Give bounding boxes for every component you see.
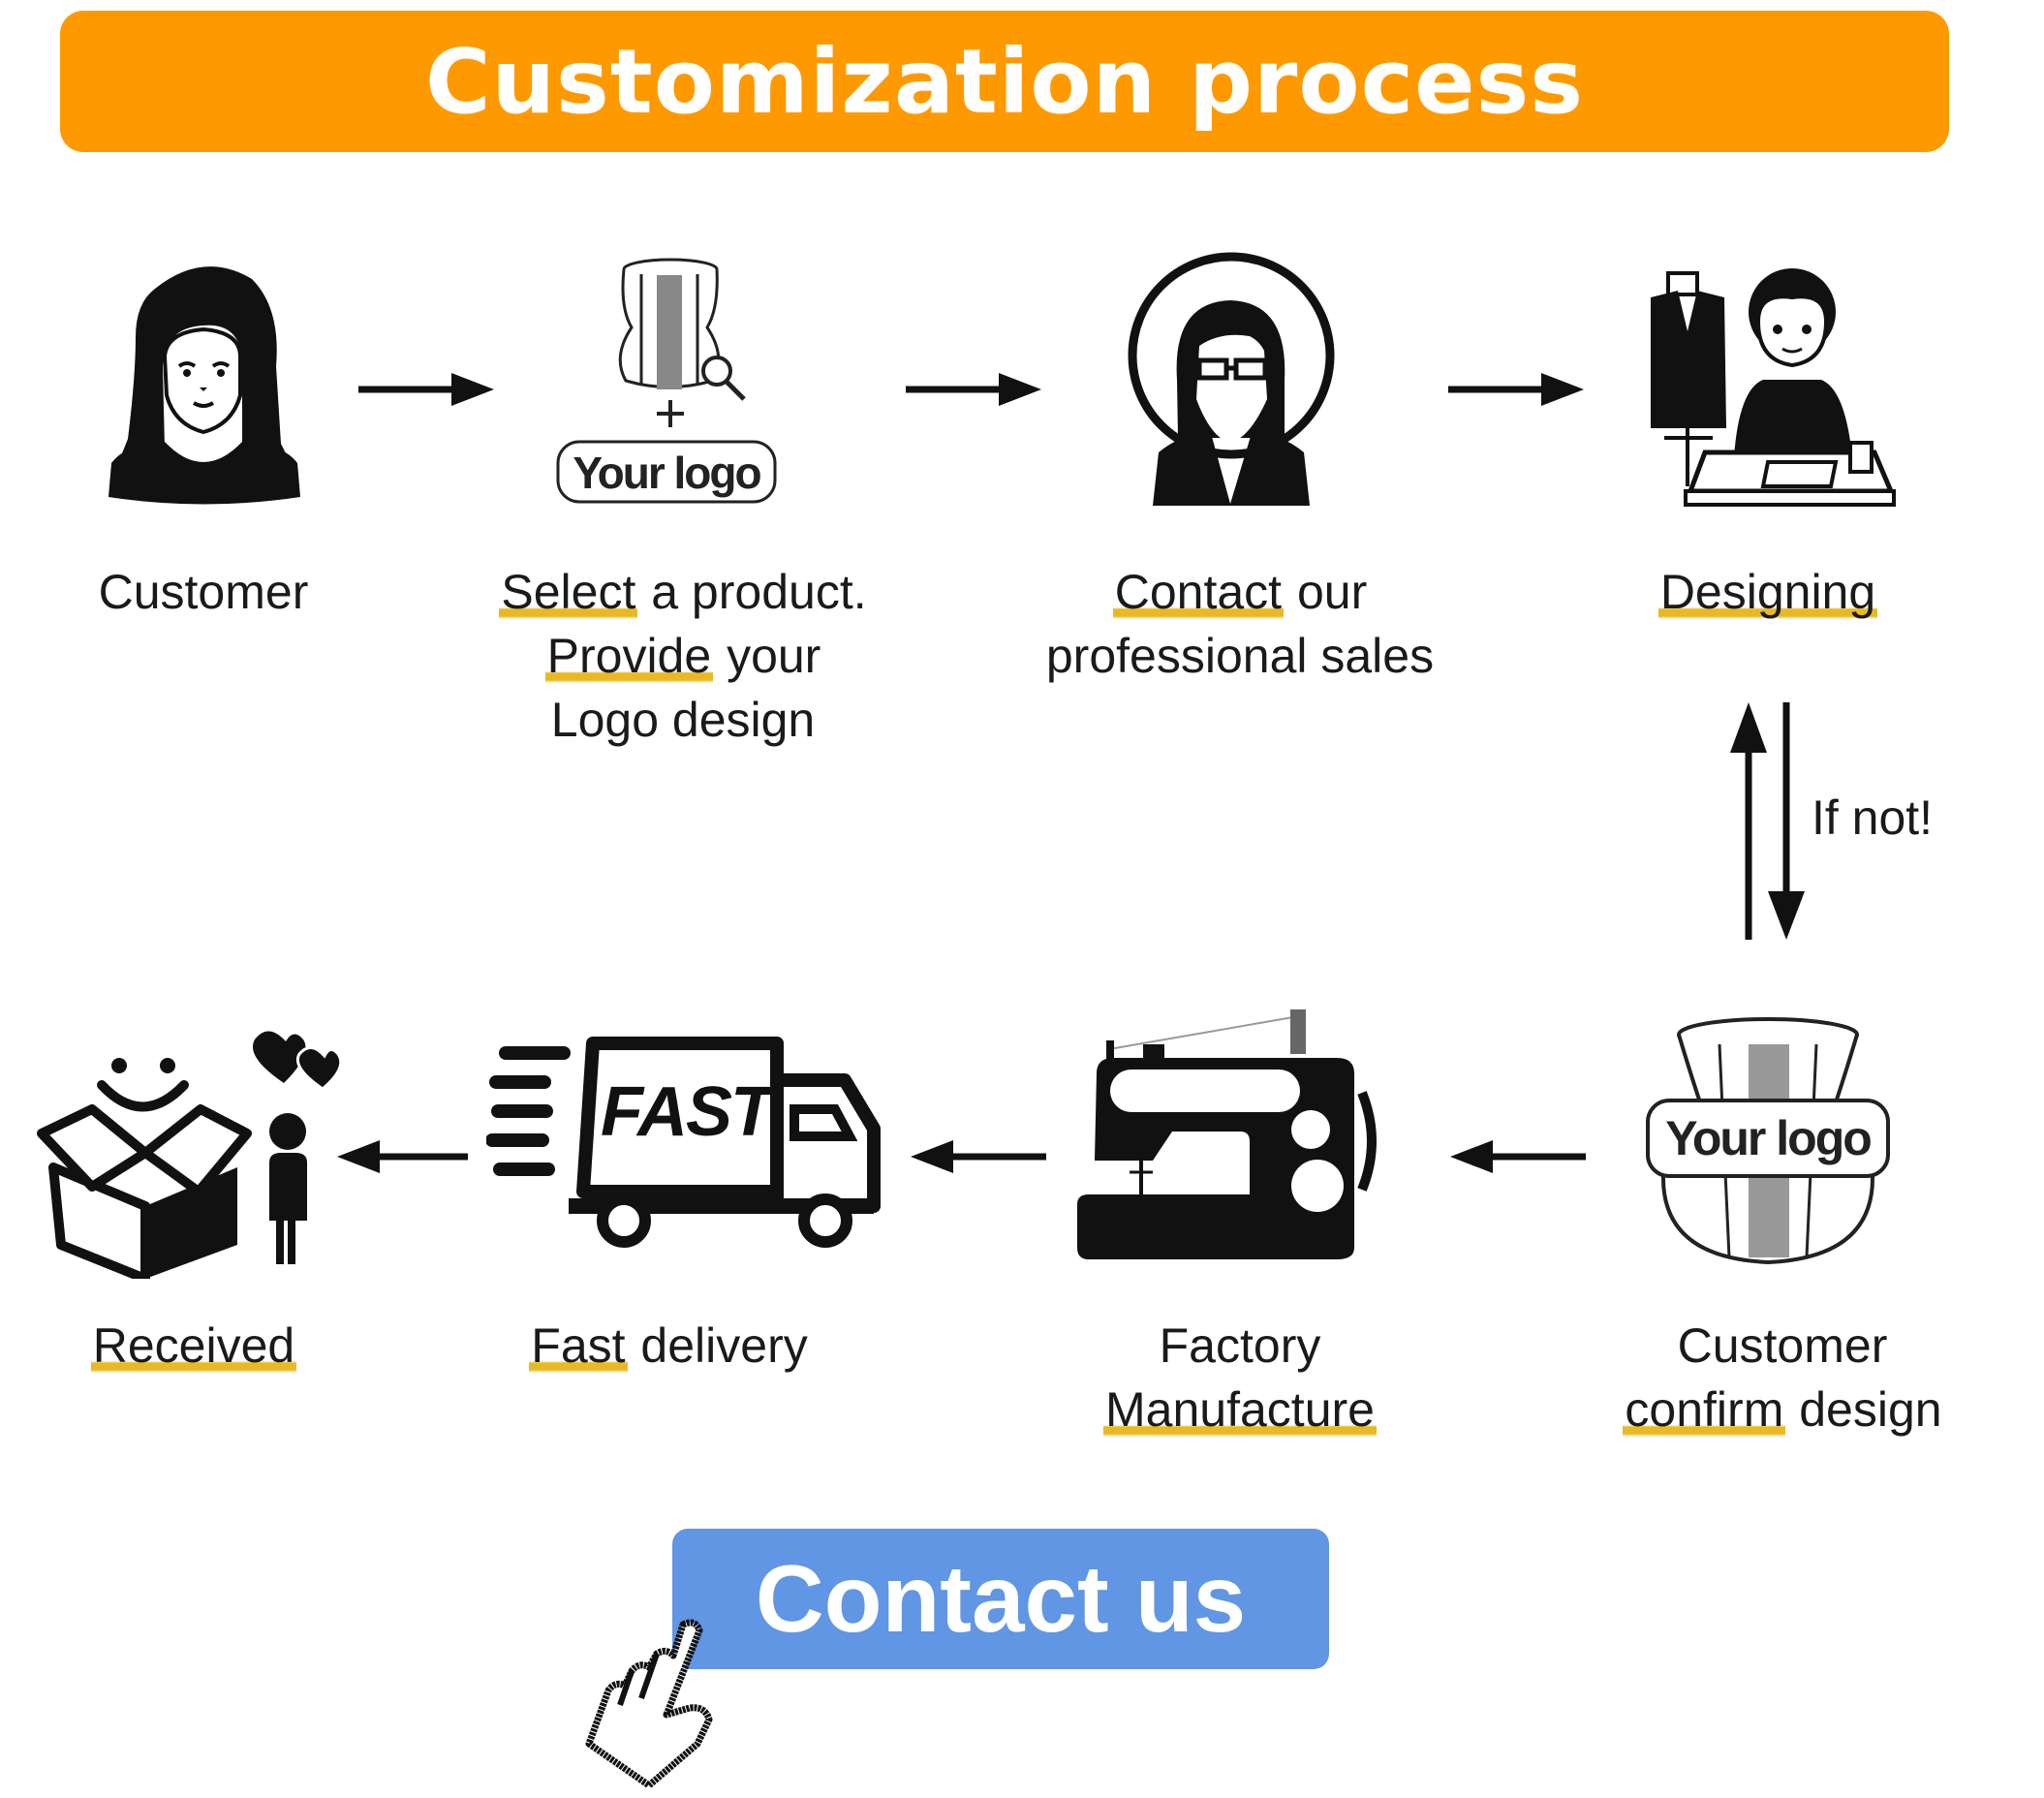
- delivery-truck-icon: FAST: [486, 1032, 893, 1250]
- highlighted-word: Received: [90, 1318, 297, 1373]
- contact-us-button[interactable]: Contact us: [672, 1529, 1329, 1669]
- highlighted-word: Designing: [1657, 565, 1878, 619]
- label-line: Contact our: [1112, 565, 1368, 619]
- step-label-delivery: Fast delivery: [475, 1314, 862, 1378]
- arrow-right-icon: [358, 373, 494, 406]
- your-logo-text: Your logo: [1665, 1111, 1873, 1165]
- pointing-hand-cursor-icon: [581, 1613, 746, 1789]
- highlighted-word: Fast: [529, 1318, 628, 1373]
- fast-text: FAST: [601, 1073, 773, 1151]
- header-banner: Customization process: [60, 11, 1949, 152]
- step-label-contact-sales: Contact our professional sales: [1007, 560, 1472, 688]
- designer-at-desk-icon: [1637, 254, 1899, 511]
- woman-avatar-icon: [97, 250, 312, 507]
- label-line: Fast delivery: [529, 1318, 808, 1373]
- label-line: Select a product.: [499, 565, 867, 619]
- highlighted-word: Manufacture: [1103, 1382, 1377, 1437]
- label-line: Logo design: [550, 693, 816, 747]
- arrow-right-icon: [1448, 373, 1584, 406]
- highlighted-word: Provide: [544, 629, 714, 683]
- step-label-designing: Designing: [1608, 560, 1928, 624]
- contact-us-label: Contact us: [755, 1545, 1247, 1652]
- label-line: Manufacture: [1046, 1378, 1434, 1442]
- step-label-select-product: Select a product. Provide your Logo desi…: [465, 560, 901, 752]
- arrow-left-icon: [1450, 1140, 1586, 1173]
- arrow-left-icon: [337, 1140, 468, 1173]
- sewing-machine-icon: [1075, 1006, 1387, 1267]
- corset-with-logo-icon: Your logo: [552, 250, 785, 512]
- your-logo-text: Your logo: [573, 448, 761, 498]
- page-title: Customization process: [424, 29, 1585, 134]
- step-label-customer: Customer: [58, 560, 349, 624]
- label-line: professional sales: [1045, 629, 1435, 683]
- label-line: confirm design: [1623, 1382, 1942, 1437]
- happy-box-person-icon: [34, 1017, 354, 1279]
- step-label-confirm-design: Customer confirm design: [1589, 1314, 1976, 1442]
- label-line: Factory: [1159, 1318, 1321, 1373]
- arrow-left-icon: [911, 1140, 1046, 1173]
- label-line: Customer: [98, 565, 309, 619]
- label-line: Customer: [1677, 1318, 1888, 1373]
- sales-agent-icon: [1124, 244, 1339, 508]
- label-line: Designing: [1608, 560, 1928, 624]
- highlighted-word: Select: [499, 565, 638, 619]
- step-label-received: Received: [39, 1314, 349, 1378]
- step-label-factory: Factory Manufacture: [1046, 1314, 1434, 1442]
- highlighted-word: confirm: [1623, 1382, 1786, 1437]
- highlighted-word: Contact: [1112, 565, 1285, 619]
- arrow-right-icon: [906, 373, 1041, 406]
- label-line: Provide your: [544, 629, 821, 683]
- feedback-loop-arrows-icon: [1722, 702, 1819, 940]
- label-line: Received: [39, 1314, 349, 1378]
- loop-label: If not!: [1812, 790, 1934, 845]
- corset-logo-badge-icon: Your logo: [1642, 1015, 1896, 1265]
